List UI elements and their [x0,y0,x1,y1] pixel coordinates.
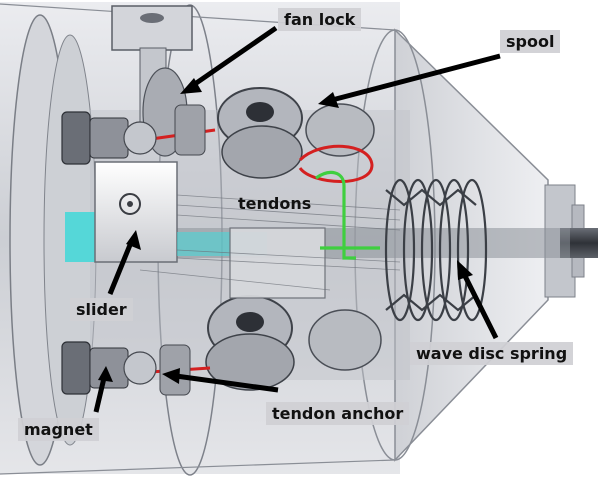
magnet-arrow [93,377,107,413]
label-magnet: magnet [18,418,99,441]
label-spool: spool [500,30,561,53]
fan-lock-arrowhead [180,78,202,94]
slider-arrow [107,239,135,295]
fan-lock-arrow [190,25,278,89]
spool-lower [205,295,382,391]
label-tendons: tendons [238,194,312,213]
label-fan-lock: fan lock [278,8,362,31]
label-slider: slider [70,298,133,321]
spool-arrow [331,53,501,103]
wave-disc-spring [384,178,488,322]
magnet-arrowhead [98,366,113,382]
green-tendon [315,170,380,260]
callout-arrows [93,25,501,413]
tendon-anchor-arrowhead [162,368,180,384]
magnets [61,104,206,396]
carriage-block [229,227,326,299]
spool-arrowhead [318,92,339,108]
tendon-anchor-arrow [175,373,279,393]
tendon-fibers [139,194,401,291]
spool-upper [217,87,375,179]
label-wave-disc-spring: wave disc spring [410,342,574,365]
slider-arrowhead [126,230,141,250]
wave-spring-arrow [459,268,499,340]
wave-spring-arrowhead [457,260,473,280]
label-tendon-anchor: tendon anchor [266,402,410,425]
